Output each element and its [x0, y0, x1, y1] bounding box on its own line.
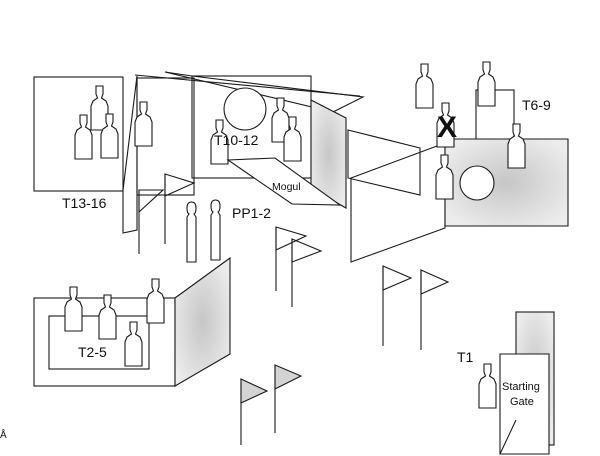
target-silhouette	[507, 123, 526, 169]
starting-gate-edge	[499, 419, 517, 455]
target-group-t6-9: X T6-9	[415, 61, 569, 227]
label-t13-16: T13-16	[62, 195, 107, 211]
flag	[275, 226, 308, 291]
flag	[420, 269, 450, 350]
target-silhouette	[124, 321, 143, 367]
label-mogul: Mogul	[272, 181, 301, 193]
target-group-t2-5: T2-5	[33, 256, 231, 387]
label-t1: T1	[457, 349, 474, 365]
edge-mark: Å	[0, 428, 7, 441]
target-silhouette	[98, 294, 117, 340]
t13-16-wall-edge	[122, 75, 138, 234]
x-no-shoot-marker: X	[437, 111, 457, 144]
target-silhouette	[74, 114, 93, 160]
target-group-t13-16: T13-16	[33, 75, 195, 234]
label-t10-12: T10-12	[214, 132, 259, 148]
t2-5-side-wall-shaded	[174, 256, 231, 387]
flag	[164, 173, 196, 244]
steel-plate-circle	[223, 87, 267, 131]
target-silhouette	[477, 61, 496, 107]
flag-shaded	[240, 378, 269, 445]
target-group-t10-12: T10-12	[134, 71, 365, 209]
mogul-platform	[226, 157, 342, 206]
mogul-obstacle: Mogul	[226, 157, 342, 206]
label-t2-5: T2-5	[78, 344, 107, 360]
label-t6-9: T6-9	[522, 97, 551, 113]
t13-16-backstop-left	[33, 76, 124, 192]
flag-shaded	[274, 364, 303, 433]
target-silhouette	[64, 286, 83, 332]
course-flags	[138, 173, 450, 445]
target-group-pp1-2: PP1-2	[186, 199, 271, 263]
target-silhouette-t1	[478, 363, 497, 409]
t10-12-overhead-rail	[134, 74, 361, 97]
center-panel-back	[347, 129, 421, 196]
flag	[291, 238, 323, 307]
starting-gate-area: T1 Starting Gate	[457, 311, 555, 455]
popper-target	[210, 199, 221, 261]
flag	[382, 265, 413, 346]
label-starting-gate-line2: Gate	[510, 396, 534, 408]
target-silhouette	[90, 85, 109, 131]
popper-target	[186, 201, 197, 263]
target-silhouette	[415, 63, 434, 109]
label-starting-gate-line1: Starting	[502, 381, 540, 393]
center-barricade	[347, 129, 446, 263]
t10-12-side-wall-shaded	[310, 99, 347, 209]
center-panel-front	[350, 142, 446, 263]
target-silhouette	[146, 278, 165, 324]
label-pp1-2: PP1-2	[232, 205, 271, 221]
steel-plate-circle	[459, 165, 495, 201]
flag	[138, 189, 165, 254]
